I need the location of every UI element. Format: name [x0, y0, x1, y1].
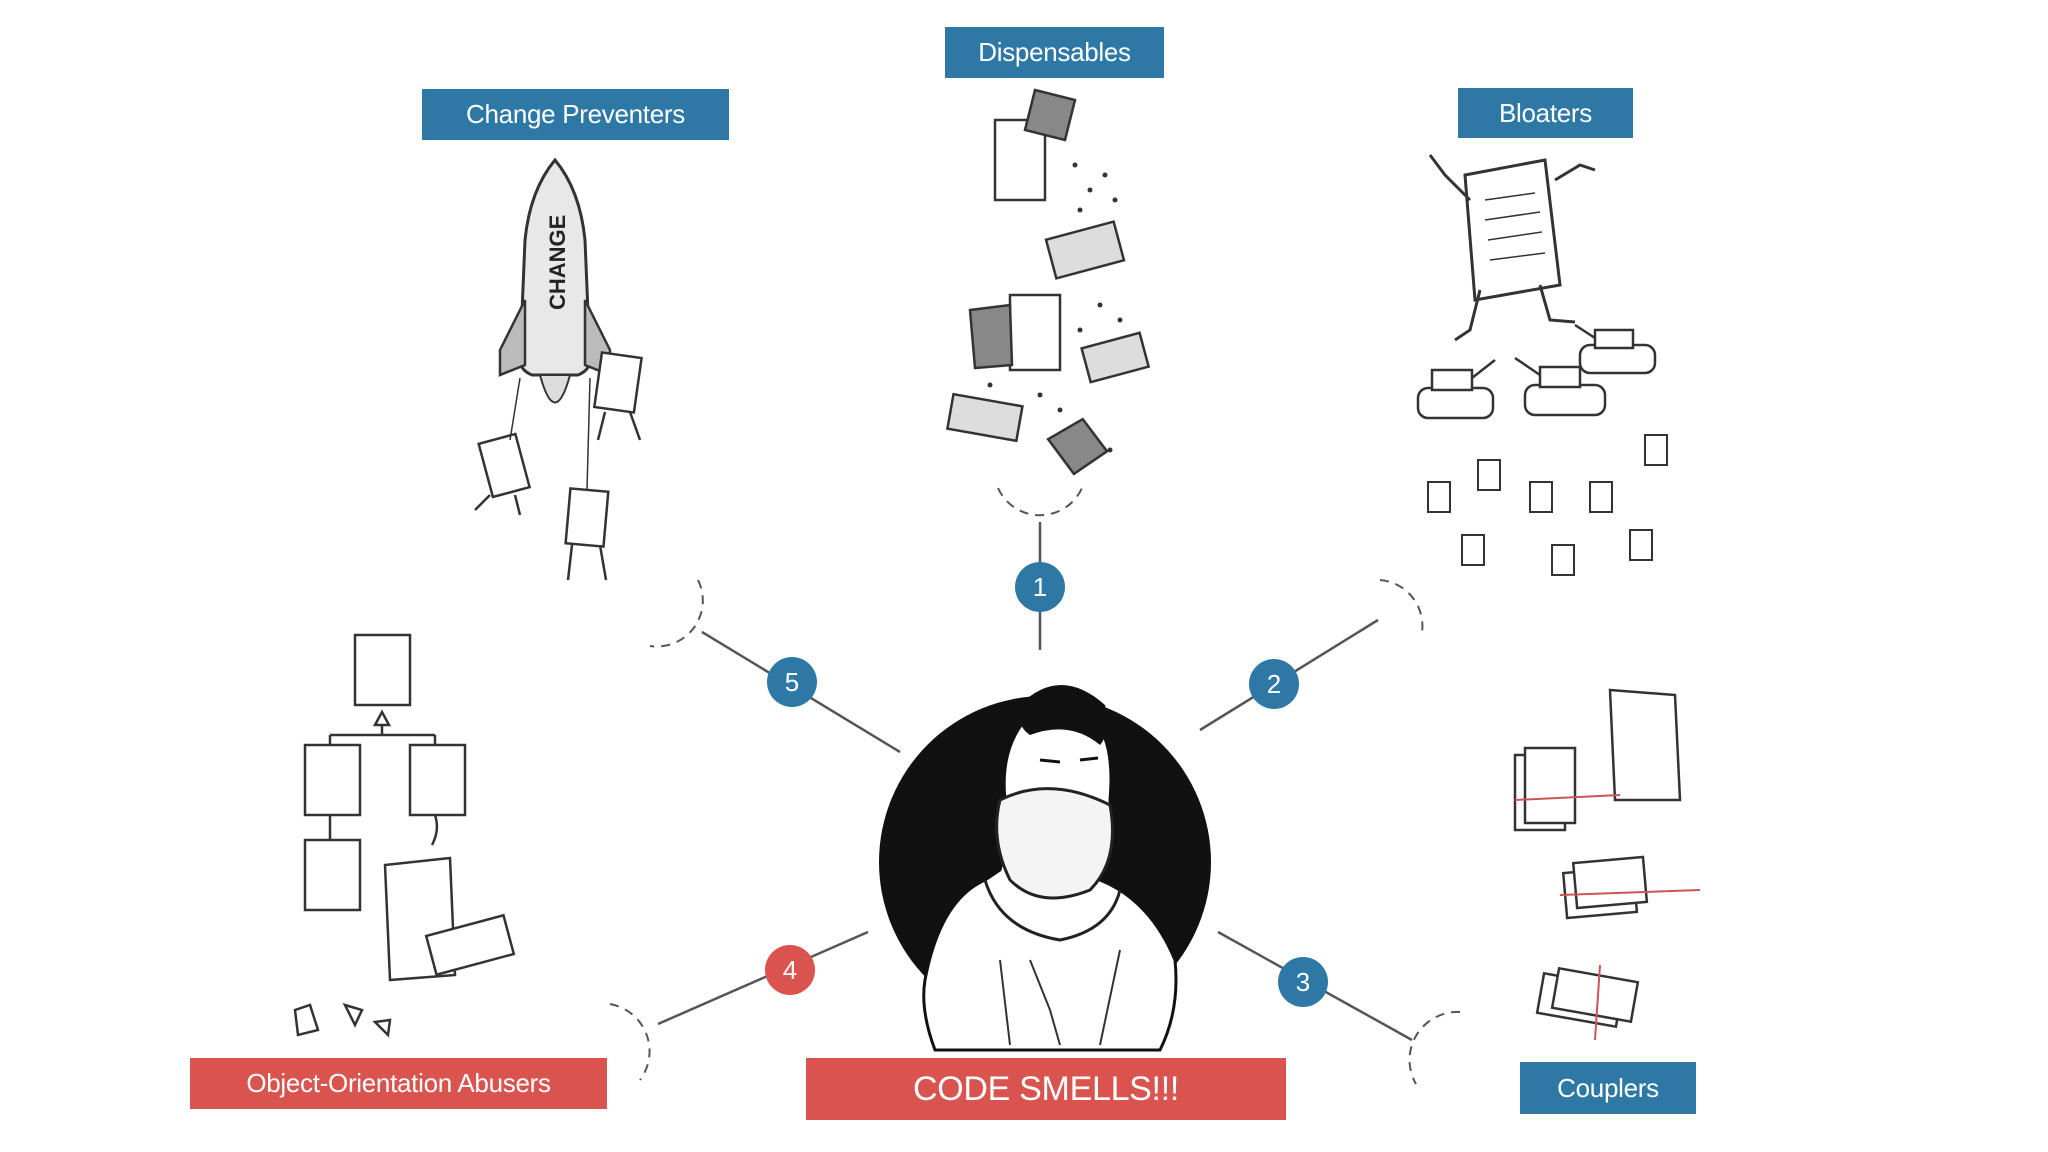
- category-label-change-preventers: Change Preventers: [422, 89, 729, 140]
- rocket-icon: CHANGE: [500, 160, 610, 403]
- number-badge-4: 4: [765, 945, 815, 995]
- tank-icon: [1418, 325, 1655, 418]
- category-label-bloaters: Bloaters: [1458, 88, 1633, 138]
- monster-icon: [1430, 155, 1595, 340]
- category-label-object-orientation-abusers: Object-Orientation Abusers: [190, 1058, 607, 1109]
- arc-3: [1410, 1012, 1460, 1084]
- trash-can-icon: [947, 90, 1148, 476]
- arc-1: [998, 488, 1082, 515]
- category-label-couplers: Couplers: [1520, 1062, 1696, 1114]
- document-creature-icon: [1428, 435, 1667, 575]
- arc-4: [610, 1004, 650, 1080]
- connector-4: [658, 932, 868, 1024]
- sneezing-man-icon: [879, 685, 1211, 1050]
- tied-documents-icon: [1515, 690, 1700, 1040]
- number-badge-1: 1: [1015, 562, 1065, 612]
- main-title: CODE SMELLS!!!: [806, 1058, 1286, 1120]
- class-hierarchy-icon: [295, 635, 514, 1035]
- number-badge-3: 3: [1278, 957, 1328, 1007]
- arc-5: [650, 580, 703, 647]
- arc-2: [1380, 580, 1422, 632]
- rocket-label: CHANGE: [545, 215, 570, 310]
- number-badge-2: 2: [1249, 659, 1299, 709]
- number-badge-5: 5: [767, 657, 817, 707]
- category-label-dispensables: Dispensables: [945, 27, 1164, 78]
